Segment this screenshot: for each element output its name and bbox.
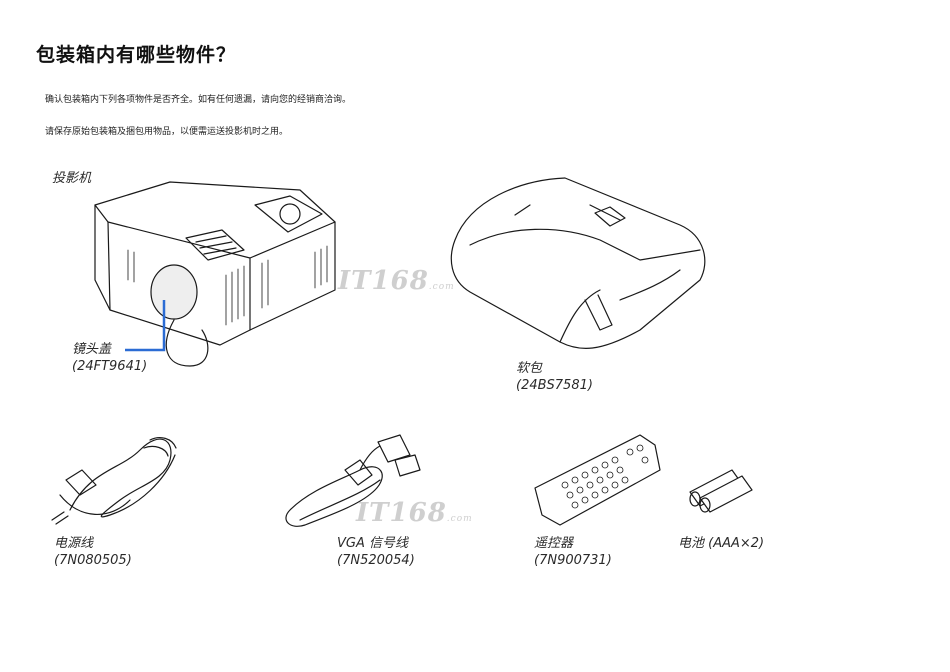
watermark-top: IT168.com [338, 266, 455, 296]
projector-label: 投影机 [52, 171, 92, 186]
vga-cable-label: VGA 信号线 [337, 536, 408, 551]
remote-part: (7N900731) [534, 553, 612, 568]
power-cord-caption: 电源线 (7N080505) [54, 535, 132, 569]
lens-cap-callout [125, 300, 166, 352]
page-title: 包装箱内有哪些物件？ [36, 44, 237, 66]
projector-caption: 投影机 [52, 170, 91, 187]
batteries-label: 电池 (AAA×2) [678, 536, 765, 551]
lens-cap-part: (24FT9641) [72, 359, 148, 374]
batteries-illustration [689, 469, 753, 513]
vga-cable-illustration [285, 434, 421, 527]
soft-case-label: 软包 [516, 361, 543, 376]
remote-caption: 遥控器 (7N900731) [534, 535, 612, 569]
storage-note: 请保存原始包装箱及捆包用物品，以便需运送投影机时之用。 [45, 127, 289, 137]
soft-case-caption: 软包 (24BS7581) [516, 360, 593, 394]
vga-cable-part: (7N520054) [337, 553, 415, 568]
vga-cable-caption: VGA 信号线 (7N520054) [337, 535, 415, 569]
lens-cap-label: 镜头盖 [72, 342, 112, 357]
power-cord-illustration [51, 437, 177, 525]
batteries-caption: 电池 (AAA×2) [678, 535, 764, 552]
power-cord-part: (7N080505) [54, 553, 132, 568]
intro-paragraph: 确认包装箱内下列各项物件是否齐全。如有任何遗漏，请向您的经销商洽询。 [45, 95, 352, 105]
projector-illustration [94, 181, 336, 367]
remote-label: 遥控器 [534, 536, 574, 551]
soft-case-part: (24BS7581) [516, 378, 593, 393]
remote-illustration [534, 434, 661, 526]
soft-case-illustration [450, 177, 706, 350]
lens-cap-caption: 镜头盖 (24FT9641) [72, 341, 147, 375]
power-cord-label: 电源线 [54, 536, 94, 551]
watermark-bottom: IT168.com [356, 498, 473, 528]
